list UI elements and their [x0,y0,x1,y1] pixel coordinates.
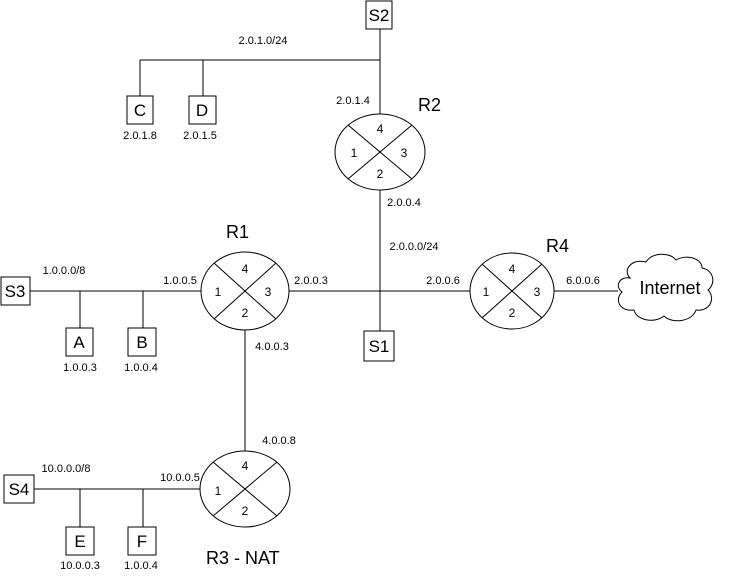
switch-s1[interactable]: S1 [363,330,395,362]
host-e-ip: 10.0.0.3 [60,560,100,572]
label-net-1-0-0: 1.0.0.0/8 [43,265,86,277]
host-e[interactable]: E [65,526,95,556]
r1-port-2: 2 [242,306,249,320]
host-d[interactable]: D [188,95,217,125]
label-r2-if2: 2.0.0.4 [387,197,421,209]
switch-s4[interactable]: S4 [3,474,35,504]
r4-port-1: 1 [483,285,490,299]
s1-label: S1 [369,337,390,356]
host-c-label: C [134,101,146,120]
label-r3-if4: 4.0.0.8 [262,435,296,447]
label-r4-if1: 2.0.0.6 [426,275,460,287]
host-f[interactable]: F [127,526,157,556]
r2-label: R2 [418,95,441,115]
host-f-ip: 1.0.0.4 [124,560,158,572]
host-e-label: E [74,532,85,551]
s2-label: S2 [369,6,390,25]
router-r2[interactable]: 4 1 3 2 [334,113,426,191]
host-b-label: B [136,333,147,352]
address-labels: 2.0.1.0/24 2.0.1.4 2.0.0.4 2.0.0.0/24 1.… [42,35,600,484]
host-d-label: D [196,101,208,120]
host-a[interactable]: A [65,327,94,357]
label-r2-if4: 2.0.1.4 [336,95,370,107]
cloud-icon [617,253,714,322]
r2-port-1: 1 [351,146,358,160]
r2-port-2: 2 [377,167,384,181]
label-r1-if1: 1.0.0.5 [163,275,197,287]
internet-cloud[interactable]: Internet [617,253,714,322]
label-r1-if2: 4.0.0.3 [255,341,289,353]
r3-port-4: 4 [242,459,249,473]
host-b-ip: 1.0.0.4 [124,362,158,374]
r2-port-4: 4 [377,122,384,136]
host-b[interactable]: B [127,327,157,357]
switch-s3[interactable]: S3 [0,276,31,306]
router-r1[interactable]: 4 1 3 2 [200,251,290,331]
label-net-10: 10.0.0.0/8 [42,463,91,475]
host-a-ip: 1.0.0.3 [63,362,97,374]
r1-port-1: 1 [215,285,222,299]
r1-port-3: 3 [265,285,272,299]
host-a-label: A [73,333,85,352]
s3-label: S3 [5,282,26,301]
r3-label: R3 - NAT [206,548,280,568]
switch-s2[interactable]: S2 [365,0,393,30]
host-c[interactable]: C [126,95,154,125]
internet-label: Internet [639,278,700,298]
r4-port-3: 3 [534,285,541,299]
wires [30,29,618,527]
host-c-ip: 2.0.1.8 [123,130,157,142]
r1-port-4: 4 [242,262,249,276]
label-r3-if1: 10.0.0.5 [160,472,200,484]
r4-port-2: 2 [509,306,516,320]
label-net-2-0-0: 2.0.0.0/24 [390,241,439,253]
router-r3[interactable]: 4 1 2 [199,450,291,528]
r3-port-2: 2 [242,504,249,518]
host-d-ip: 2.0.1.5 [183,130,217,142]
r4-label: R4 [546,236,569,256]
s4-label: S4 [9,480,30,499]
r2-port-3: 3 [401,146,408,160]
host-f-label: F [137,532,147,551]
r3-port-1: 1 [215,484,222,498]
r4-port-4: 4 [509,262,516,276]
label-net-2-0-1: 2.0.1.0/24 [239,35,288,47]
r1-label: R1 [226,222,249,242]
router-r4[interactable]: 4 1 3 2 [469,252,555,330]
label-r1-if3: 2.0.0.3 [294,275,328,287]
label-r4-if3: 6.0.0.6 [566,275,600,287]
